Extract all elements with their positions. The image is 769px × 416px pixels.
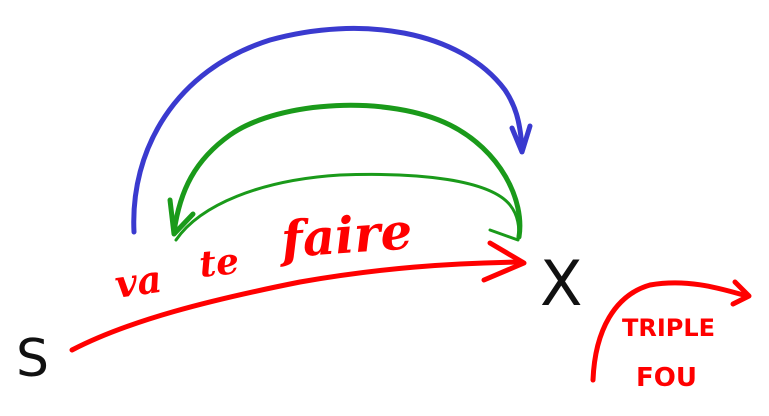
green-outer-arc-arrow <box>171 102 523 240</box>
start-label: S <box>16 329 49 389</box>
green-inner-arc <box>174 172 521 242</box>
phrase-word-faire: faire <box>276 201 414 269</box>
blue-arrowhead <box>509 123 533 155</box>
red-main-arrowhead <box>481 240 527 283</box>
target-label: X <box>540 247 582 320</box>
blue-arc-arrow <box>131 25 525 235</box>
phrase-word-te: te <box>197 240 241 286</box>
red-side-arrowhead <box>730 279 752 307</box>
green-arrowhead <box>167 197 196 237</box>
note-line-2: FOU <box>636 363 697 393</box>
note-line-1: TRIPLE <box>622 314 715 342</box>
green-inner-arrowhead <box>488 228 520 242</box>
phrase-word-va: va <box>112 256 165 307</box>
red-side-arrow <box>590 280 750 383</box>
red-main-arrow <box>69 259 525 353</box>
